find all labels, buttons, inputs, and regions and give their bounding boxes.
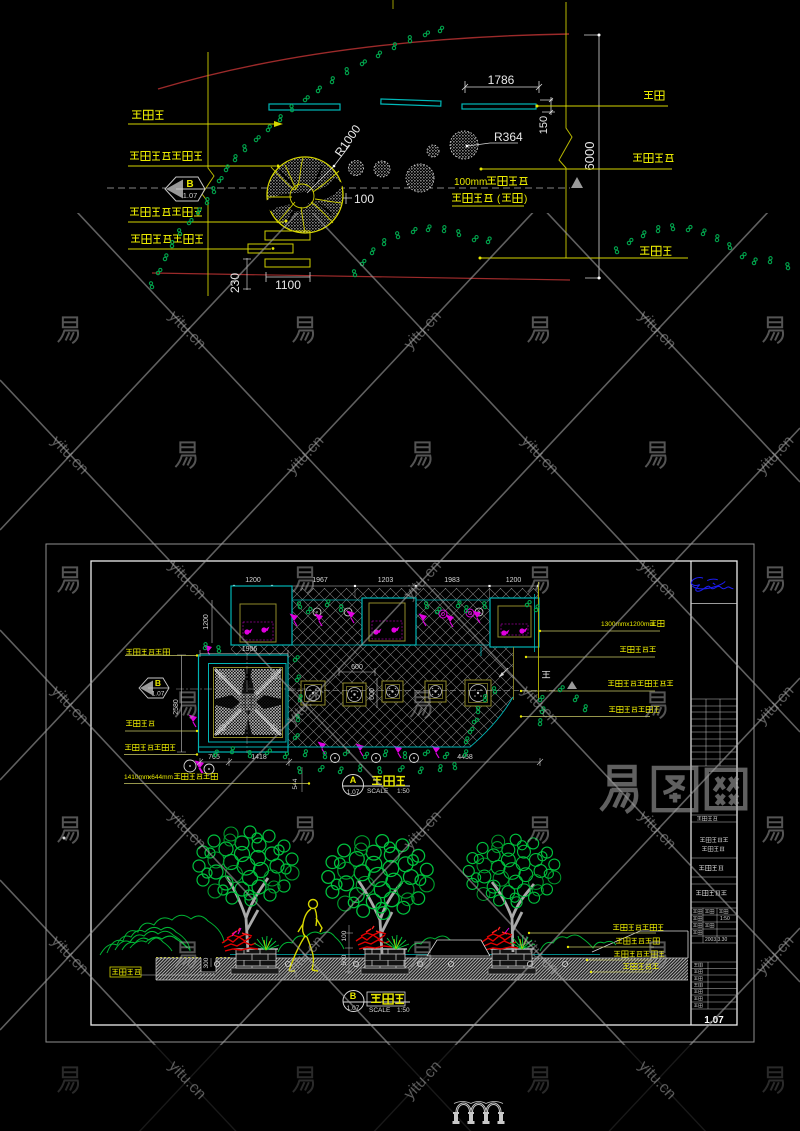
svg-text:1967: 1967 [312, 577, 328, 584]
svg-text:B: B [155, 678, 161, 688]
svg-text:1203: 1203 [378, 577, 394, 584]
svg-text:1.07: 1.07 [152, 691, 165, 698]
svg-text:1:50: 1:50 [720, 916, 730, 922]
svg-text:(: ( [497, 194, 501, 205]
svg-text:1906: 1906 [242, 646, 258, 653]
svg-text:1300mmx1200mm: 1300mmx1200mm [601, 621, 655, 628]
svg-text:A: A [350, 775, 357, 785]
svg-text:150: 150 [538, 116, 550, 134]
svg-text:100mm: 100mm [454, 177, 487, 188]
svg-text:SCALE: SCALE [367, 788, 389, 795]
svg-text:1410mm: 1410mm [124, 774, 149, 781]
svg-text:1786: 1786 [488, 73, 515, 87]
svg-text:B: B [350, 991, 357, 1001]
svg-text:500: 500 [341, 954, 348, 965]
svg-text:1200: 1200 [245, 577, 261, 584]
svg-text:1200: 1200 [203, 614, 210, 630]
svg-text:1100: 1100 [275, 278, 301, 292]
svg-text:600: 600 [351, 664, 363, 671]
svg-text:100: 100 [341, 930, 348, 941]
svg-text:4458: 4458 [457, 754, 473, 761]
svg-text:1.07: 1.07 [183, 191, 198, 200]
svg-text:SCALE: SCALE [369, 1007, 391, 1014]
svg-text:1200: 1200 [506, 577, 522, 584]
svg-text:600: 600 [369, 688, 376, 700]
svg-text:100: 100 [354, 192, 374, 206]
svg-text:300: 300 [203, 957, 210, 968]
svg-text:230: 230 [228, 273, 242, 293]
svg-text:1.07: 1.07 [347, 1005, 360, 1012]
svg-text:1:50: 1:50 [397, 788, 410, 795]
svg-text:1:50: 1:50 [397, 1007, 410, 1014]
svg-text:2003.3.30: 2003.3.30 [705, 937, 727, 943]
svg-text:2580: 2580 [173, 699, 180, 715]
svg-text:1.07: 1.07 [347, 789, 360, 796]
svg-text:6000: 6000 [582, 142, 597, 171]
svg-text:1983: 1983 [444, 577, 460, 584]
svg-text:1418: 1418 [251, 754, 267, 761]
svg-text:B: B [186, 179, 193, 190]
svg-text:x644mm: x644mm [148, 774, 173, 781]
svg-text:R364: R364 [494, 130, 523, 144]
svg-text:): ) [524, 194, 527, 205]
svg-text:765: 765 [208, 754, 220, 761]
